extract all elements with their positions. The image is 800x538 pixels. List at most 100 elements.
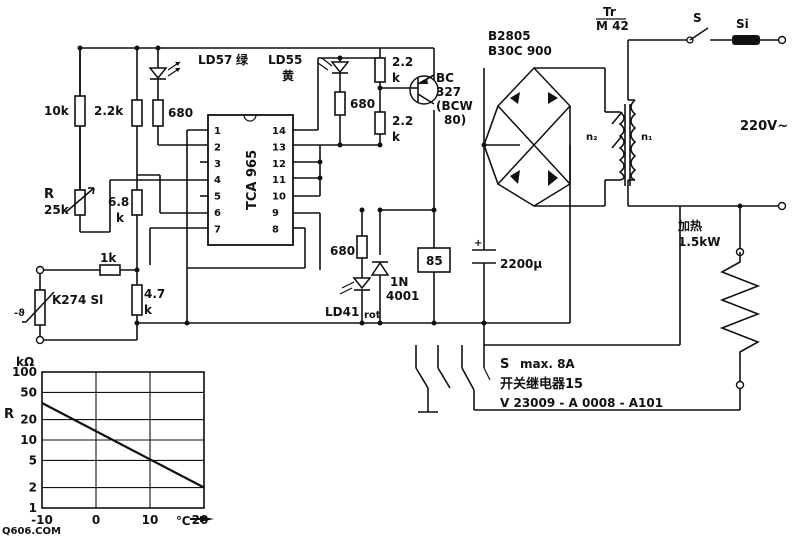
label-heater-1: 加热 [677,218,702,233]
chart-series [41,402,205,489]
label-2-2k-a: 2.2k [94,104,124,118]
ic-pin-left: 5 [214,192,221,203]
chart-ylabel-unit: kΩ [16,355,34,369]
svg-text:+: + [474,238,482,249]
ic-pin-right: 12 [272,159,286,170]
diode-1n4001 [370,261,390,276]
label-transistor-2: 327 [436,85,461,99]
label-6-8-unit: k [116,211,125,225]
ic-pin-left: 3 [214,159,221,170]
label-680-b: 680 [350,97,375,111]
label-bridge-1: B2805 [488,29,531,43]
ic-pin-left: 6 [214,208,221,219]
labels: LD57 绿 LD55 黄 10k 2.2k 680 680 2.2 k 2.2… [2,5,788,537]
thermistor-chart: kΩ R ℃ 100 50 20 10 5 2 1 -1001020 [4,355,214,528]
chart-x-gridlines [41,372,205,508]
chart-y-tick-label: 1 [29,501,37,515]
chart-y-tick-label: 100 [12,365,37,379]
label-pot-r: R [44,187,54,202]
chart-y-tick-label: 5 [29,453,37,467]
chart-xlabel: ℃ [176,514,191,528]
label-watermark: Q606.COM [2,526,61,537]
ic-pin-right: 8 [272,224,279,235]
label-680-c: 680 [330,244,355,258]
resistors [74,48,386,316]
wires [39,39,780,411]
resistor-2-2k-b [374,57,386,83]
relay-coil-85 [417,247,451,273]
ic-label: TCA 965 [245,150,260,210]
label-2-2-b: 2.2 [392,55,413,69]
label-2-2-c-unit: k [392,130,401,144]
label-680-a: 680 [168,106,193,120]
label-cap: 2200μ [500,257,542,271]
label-thermistor: K274 Sl [52,293,103,307]
label-relay-name: 开关继电器15 [500,376,583,392]
bridge-rectifier [483,66,572,207]
label-ld57: LD57 [198,53,232,67]
ic-pin-right: 11 [272,175,286,186]
chart-y-gridlines [42,371,204,509]
chart-y-tick-label: 10 [20,433,37,447]
label-mains: 220V~ [740,119,788,134]
fuse-si [732,35,760,45]
potentiometer-r [65,187,95,216]
label-ld57-color: 绿 [236,52,249,67]
led-ld41 [339,277,372,295]
label-4-7-unit: k [144,303,153,317]
label-diode-2: 4001 [386,289,419,303]
label-tr-1: Tr [603,5,616,19]
ic-pin-left: 1 [214,126,221,137]
capacitor-2200u: + [472,238,496,270]
heater-1-5kw [719,252,761,365]
thermistor-k274: -ϑ [14,289,55,326]
ic-pin-right: 10 [272,192,286,203]
label-6-8: 6.8 [108,195,129,209]
relay-contacts [415,323,491,413]
label-switch-s: S [693,11,702,25]
resistor-680-a [152,99,164,127]
resistor-2-2k-a [131,99,143,127]
label-transistor-4: 80) [444,113,466,127]
chart-x-tick-label: -10 [31,513,53,527]
resistor-1k [99,264,121,276]
label-n2: n₂ [586,132,598,143]
ic-pin-left: 2 [214,142,221,153]
svg-text:-ϑ: -ϑ [14,308,25,319]
chart-x-ticks: -1001020 [31,513,208,527]
led-ld55 [317,57,350,74]
label-ld41-sub: rot [364,310,381,321]
resistor-680-b [334,91,346,116]
mains-switch [689,27,709,41]
label-4-7: 4.7 [144,287,165,301]
label-transistor-1: BC [436,71,454,85]
label-relay-max: max. 8A [520,357,575,371]
chart-y-tick-label: 20 [20,413,37,427]
label-1k: 1k [100,251,117,265]
label-ld41: LD41 [325,305,359,319]
resistor-680-c [356,235,368,259]
transformer-tr [605,99,637,186]
ic-pin-left: 4 [214,175,221,186]
label-10k: 10k [44,104,70,118]
label-relay-85: 85 [426,254,443,268]
label-2-2-c: 2.2 [392,114,413,128]
label-relay-s: S [500,357,509,372]
label-pot-25k: 25k [44,203,70,217]
label-diode-1: 1N [390,275,408,289]
label-bridge-2: B30C 900 [488,44,552,58]
label-2-2-b-unit: k [392,71,401,85]
chart-series-line [41,402,205,489]
label-heater-2: 1.5kW [678,235,720,249]
label-ld55: LD55 [268,53,302,67]
chart-ylabel: R [4,407,14,422]
chart-y-tick-label: 50 [20,385,37,399]
chart-y-tick-label: 2 [29,481,37,495]
ic-pin-right: 9 [272,208,279,219]
label-transistor-3: (BCW [436,99,473,113]
resistor-4-7k [131,284,143,316]
chart-x-tick-label: 10 [142,513,159,527]
